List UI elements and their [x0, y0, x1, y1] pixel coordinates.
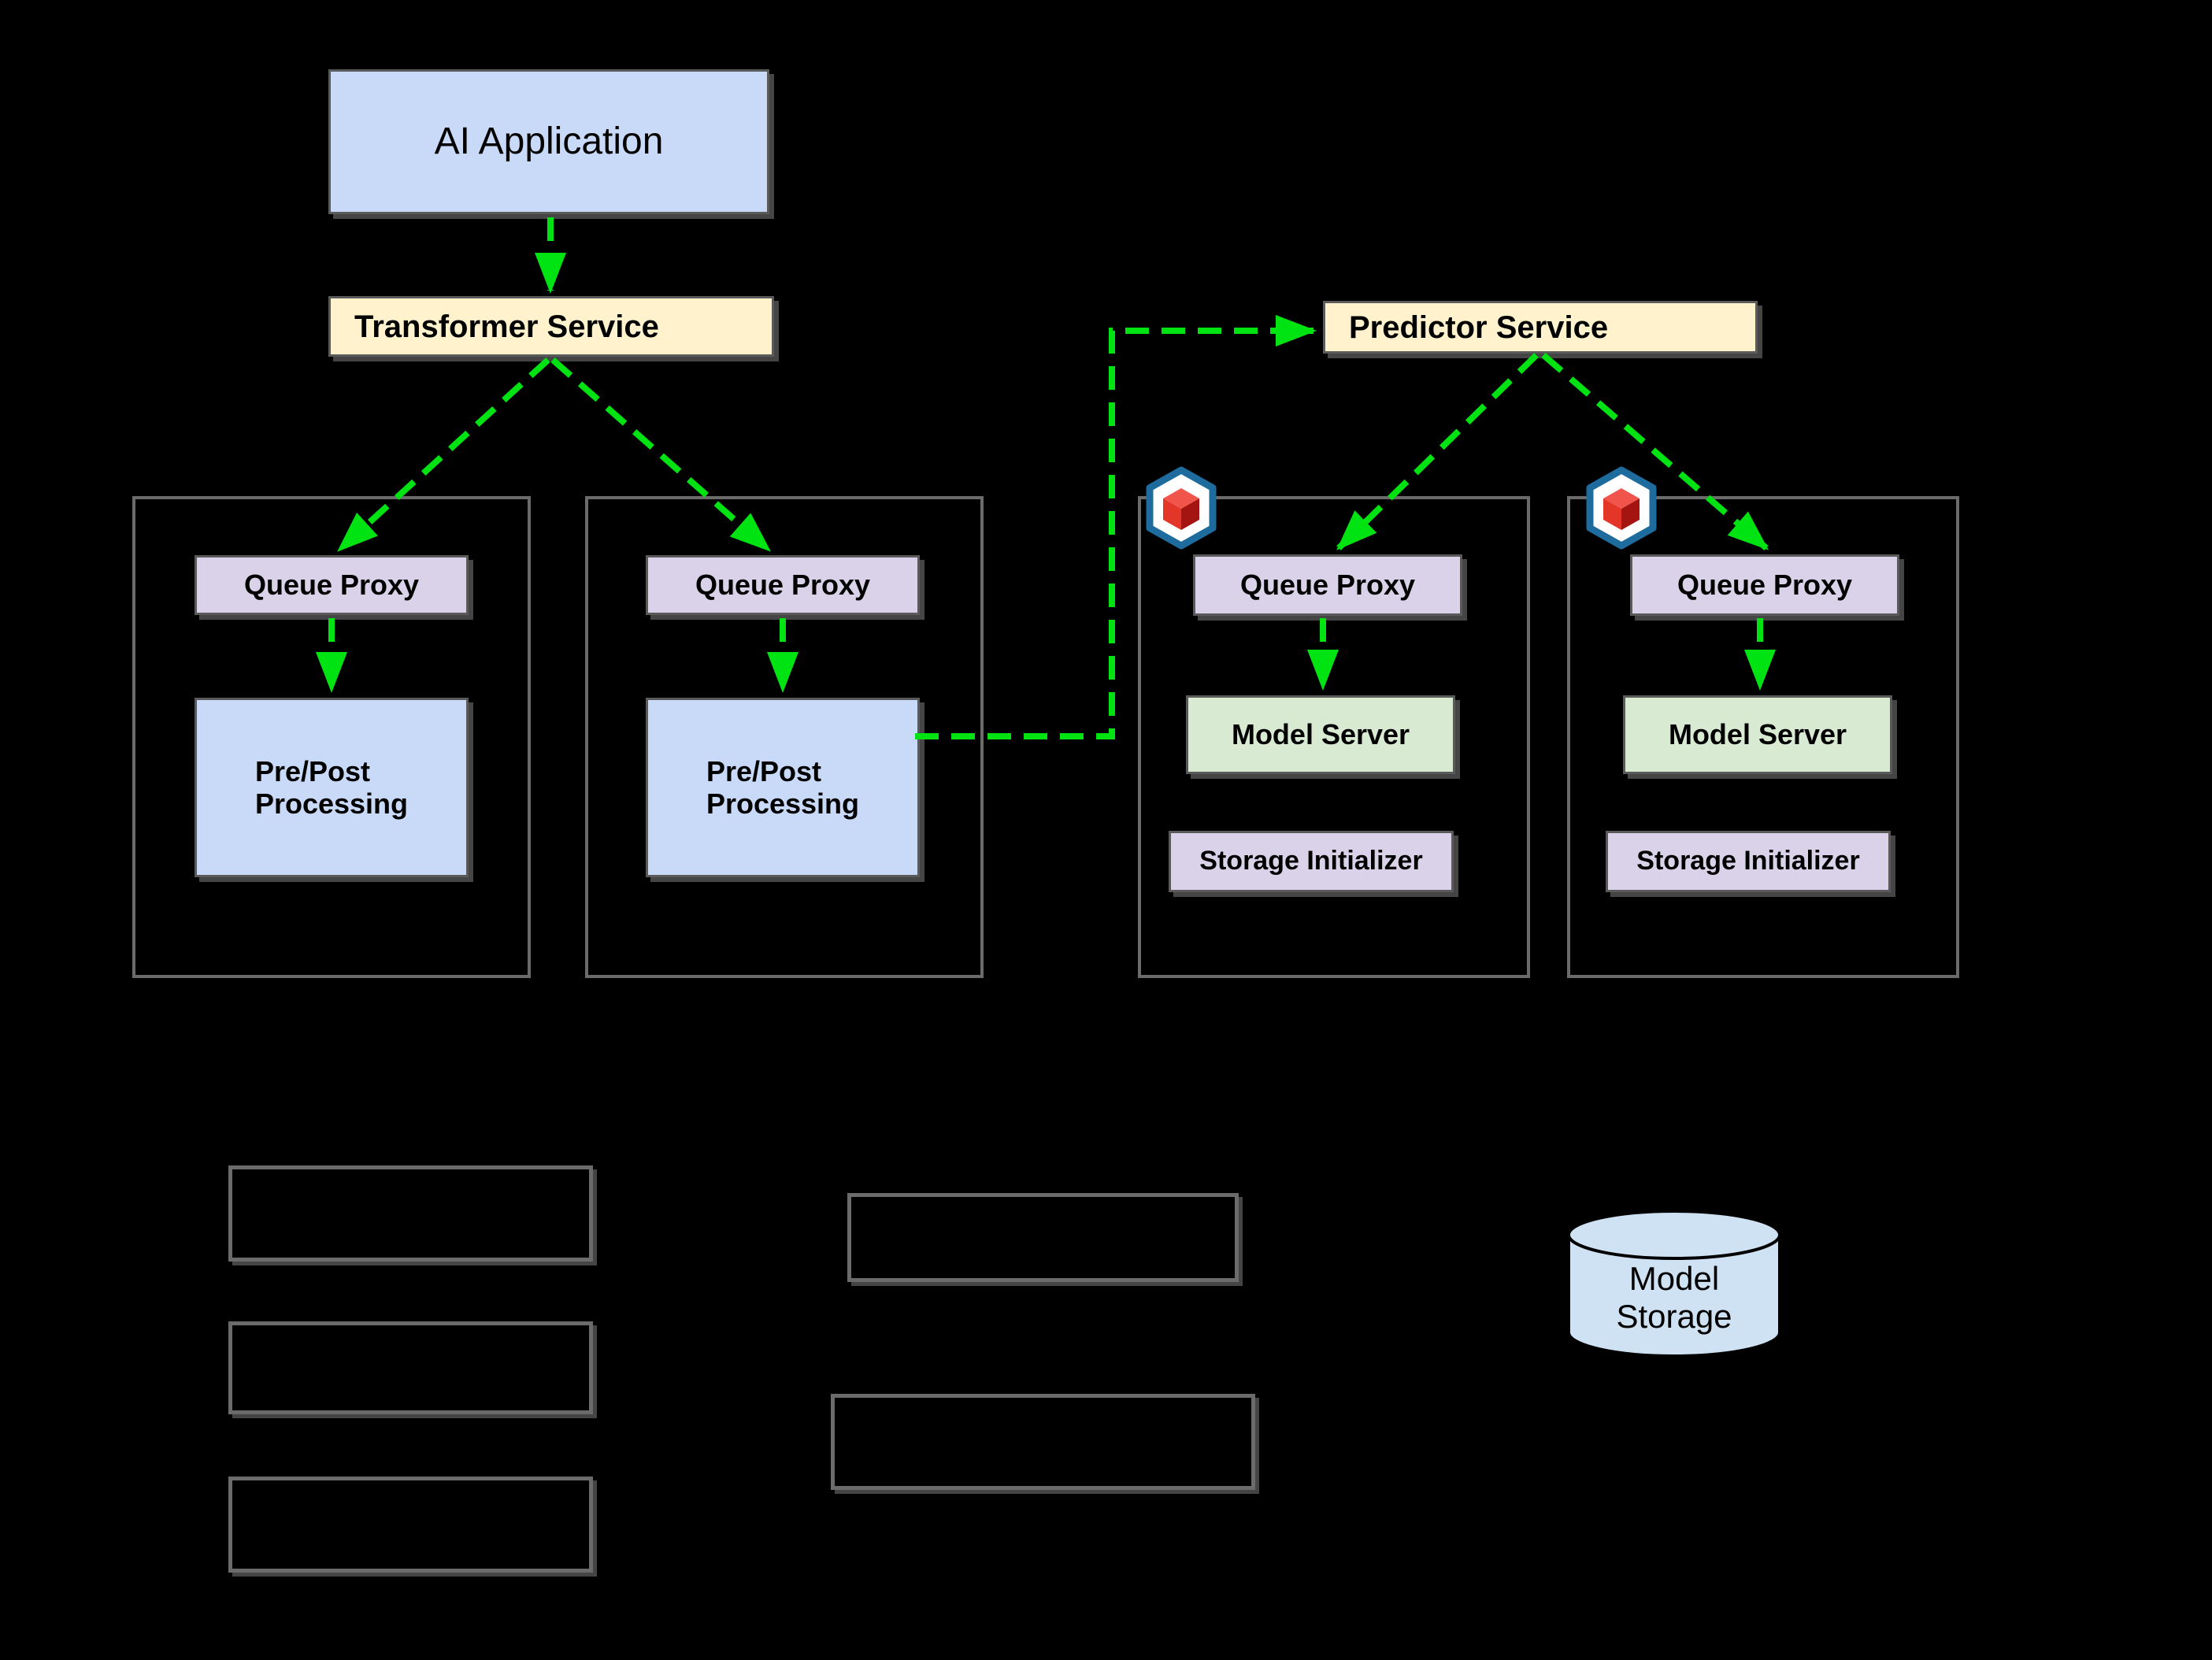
ai-application-node: AI Application [328, 69, 769, 214]
storage-initializer-node-2: Storage Initializer [1606, 831, 1891, 892]
queue-proxy-label: Queue Proxy [1239, 569, 1416, 602]
storage-initializer-node-1: Storage Initializer [1169, 831, 1454, 892]
predictor-service-label: Predictor Service [1349, 309, 1609, 345]
queue-proxy-node-transformer-1: Queue Proxy [195, 555, 469, 615]
model-storage-cylinder: Model Storage [1567, 1210, 1781, 1358]
pre-post-processing-label: Pre/Post Processing [706, 754, 860, 820]
queue-proxy-label: Queue Proxy [695, 569, 871, 602]
model-server-node-2: Model Server [1623, 695, 1892, 774]
placeholder-box-left-3 [228, 1477, 593, 1573]
transformer-service-node: Transformer Service [328, 296, 774, 357]
transformer-service-label: Transformer Service [354, 309, 659, 344]
model-storage-label-line2: Storage [1616, 1298, 1732, 1335]
queue-proxy-node-transformer-2: Queue Proxy [646, 555, 920, 615]
queue-proxy-node-predictor-2: Queue Proxy [1630, 554, 1899, 616]
model-server-label: Model Server [1668, 718, 1847, 751]
queue-proxy-node-predictor-1: Queue Proxy [1193, 554, 1462, 616]
pre-post-processing-label: Pre/Post Processing [254, 754, 409, 820]
storage-initializer-label: Storage Initializer [1636, 846, 1860, 876]
pre-post-processing-node-2: Pre/Post Processing [646, 698, 920, 877]
model-storage-label-line1: Model [1629, 1260, 1719, 1297]
pre-post-processing-node-1: Pre/Post Processing [195, 698, 469, 877]
queue-proxy-label: Queue Proxy [243, 569, 420, 602]
ai-application-label: AI Application [434, 120, 664, 163]
placeholder-box-left-2 [228, 1321, 593, 1414]
model-server-label: Model Server [1231, 718, 1410, 751]
queue-proxy-label: Queue Proxy [1677, 569, 1853, 602]
predictor-service-node: Predictor Service [1323, 301, 1758, 354]
placeholder-box-middle-2 [831, 1394, 1255, 1490]
placeholder-box-middle-1 [847, 1193, 1239, 1282]
storage-initializer-label: Storage Initializer [1199, 846, 1423, 876]
placeholder-box-left-1 [228, 1165, 593, 1262]
model-server-node-1: Model Server [1186, 695, 1455, 774]
